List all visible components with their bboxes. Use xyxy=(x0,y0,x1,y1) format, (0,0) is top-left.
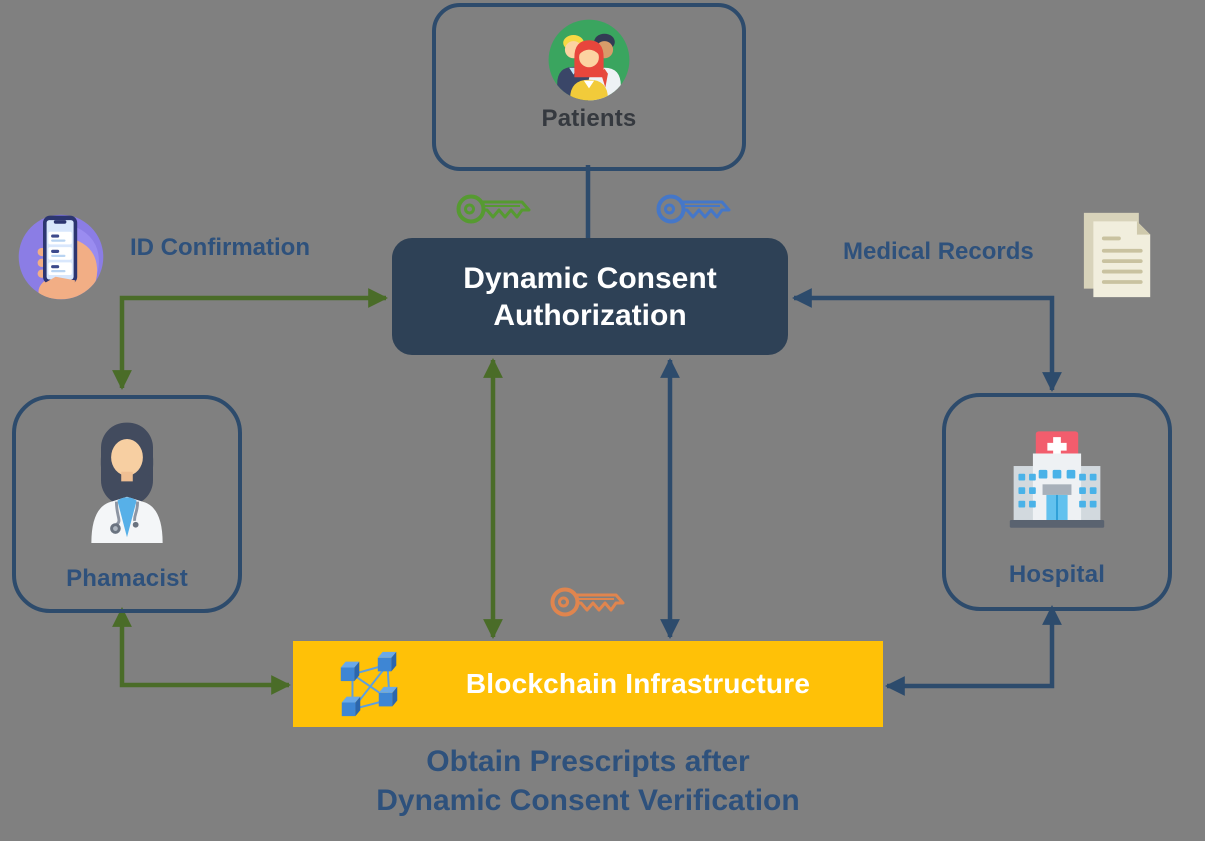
cube-bottom-left xyxy=(341,696,361,717)
pharmacist-node: Phamacist xyxy=(12,395,242,613)
smartphone-in-hand-icon xyxy=(18,214,104,300)
hospital-building-icon xyxy=(1009,431,1105,528)
cube-mid-right xyxy=(378,686,398,707)
arrow-hospital-blockchain xyxy=(885,605,1062,696)
cube-top-left xyxy=(340,661,360,682)
id-confirmation-label: ID Confirmation xyxy=(130,234,310,261)
pharmacist-woman-icon xyxy=(91,422,163,543)
green-key-icon xyxy=(456,194,531,224)
patients-people-icon xyxy=(548,19,630,101)
consent-authorization-node: Dynamic Consent Authorization xyxy=(392,238,788,355)
pharmacist-label: Phamacist xyxy=(66,565,188,592)
consent-label-line2: Authorization xyxy=(493,298,687,332)
hospital-node: Hospital xyxy=(942,393,1172,611)
arrow-hospital-consent xyxy=(792,288,1062,392)
consent-label-line1: Dynamic Consent xyxy=(463,261,717,295)
blockchain-label: Blockchain Infrastructure xyxy=(465,668,811,699)
arrow-pharmacist-blockchain xyxy=(112,607,291,695)
caption-line1: Obtain Prescripts after xyxy=(426,745,750,778)
caption: Obtain Prescripts after Dynamic Consent … xyxy=(288,742,888,820)
caption-line2: Dynamic Consent Verification xyxy=(376,784,800,817)
documents-icon xyxy=(1083,212,1151,298)
orange-key-icon xyxy=(550,587,625,617)
hospital-label: Hospital xyxy=(1008,561,1106,588)
blockchain-network-icon xyxy=(340,651,398,717)
blue-key-icon xyxy=(656,194,731,224)
patients-label: Patients xyxy=(541,105,637,132)
medical-records-label: Medical Records xyxy=(843,238,1034,265)
arrow-pharmacist-consent xyxy=(112,288,388,390)
patients-node: Patients xyxy=(432,3,746,171)
cube-top-right xyxy=(377,651,397,672)
blockchain-node: Blockchain Infrastructure xyxy=(293,641,883,727)
